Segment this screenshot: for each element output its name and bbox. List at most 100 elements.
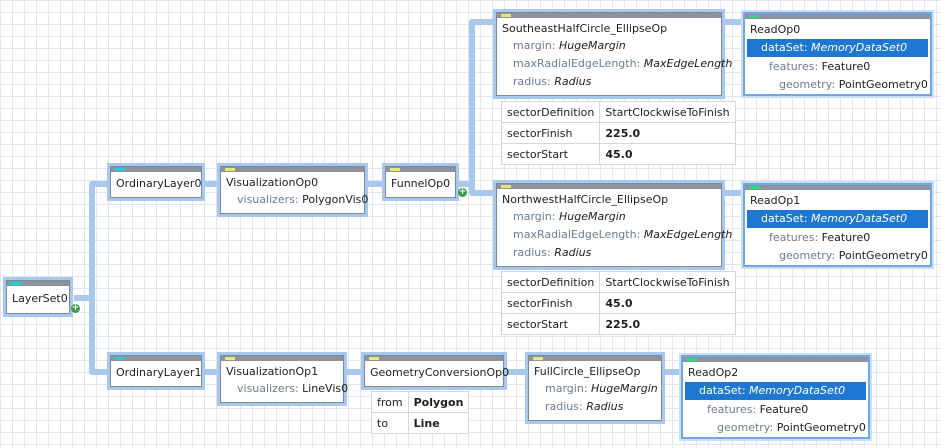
- table-key: sectorStart: [500, 313, 601, 335]
- prop-value: LineVis0: [302, 382, 349, 395]
- wire-layerset-to-layer0: [74, 181, 110, 301]
- southeast-prop-maxradial: maxRadialEdgeLength: MaxEdgeLength: [497, 55, 732, 73]
- southeast-prop-margin: margin: HugeMargin: [497, 37, 721, 55]
- wire-funnel-to-northwest: [457, 181, 496, 196]
- prop-key: maxRadialEdgeLength:: [513, 57, 641, 70]
- funnelop0-node[interactable]: FunnelOp0: [385, 166, 456, 198]
- southeast-title: SoutheastHalfCircle_EllipseOp: [502, 22, 668, 35]
- table-key: sectorDefinition: [500, 271, 601, 293]
- table-key: sectorStart: [500, 143, 601, 165]
- prop-key: margin:: [513, 210, 556, 223]
- ordinarylayer1-title: OrdinaryLayer1: [116, 366, 202, 379]
- northwest-prop-maxradial: maxRadialEdgeLength: MaxEdgeLength: [497, 226, 732, 244]
- readop2-title: ReadOp2: [688, 366, 739, 379]
- layerset0-expand-icon[interactable]: +: [71, 303, 80, 313]
- prop-key: dataSet:: [761, 41, 808, 54]
- readop2-prop-dataset[interactable]: dataSet: MemoryDataSet0: [685, 382, 866, 400]
- visualizationop0-title: VisualizationOp0: [226, 176, 319, 189]
- geometryconversion-node[interactable]: GeometryConversionOp0: [364, 355, 510, 387]
- table-key: sectorFinish: [500, 292, 601, 314]
- prop-value: PointGeometry0: [776, 421, 866, 434]
- ordinarylayer1-node[interactable]: OrdinaryLayer1: [110, 355, 202, 387]
- prop-value: MemoryDataSet0: [811, 212, 908, 225]
- prop-value: MaxEdgeLength: [643, 228, 733, 241]
- northwest-ellipseop-node[interactable]: NorthwestHalfCircle_EllipseOp margin: Hu…: [496, 183, 732, 267]
- readop2-prop-geometry: geometry: PointGeometry0: [683, 419, 868, 437]
- funnelop0-expand-icon[interactable]: +: [458, 187, 467, 197]
- table-key: from: [371, 391, 409, 413]
- fullcircle-ellipseop-node[interactable]: FullCircle_EllipseOp margin: HugeMargin …: [528, 355, 662, 421]
- prop-key: features:: [769, 231, 819, 244]
- northwest-prop-radius: radius: Radius: [497, 244, 721, 262]
- northwest-prop-margin: margin: HugeMargin: [497, 208, 721, 226]
- readop1-title: ReadOp1: [750, 194, 801, 207]
- northwest-title: NorthwestHalfCircle_EllipseOp: [502, 193, 669, 206]
- table-value: 225.0: [599, 313, 736, 335]
- prop-value: HugeMargin: [559, 210, 626, 223]
- wire-funnel-to-southeast: [457, 19, 496, 187]
- readop2-prop-features: features: Feature0: [683, 401, 868, 419]
- prop-value: PolygonVis0: [302, 193, 369, 206]
- southeast-ellipseop-node[interactable]: SoutheastHalfCircle_EllipseOp margin: Hu…: [496, 12, 732, 96]
- prop-key: geometry:: [779, 249, 836, 262]
- southeast-prop-radius: radius: Radius: [497, 73, 721, 91]
- table-value: StartClockwiseToFinish: [599, 271, 736, 293]
- layerset0-node[interactable]: LayerSet0: [6, 280, 70, 314]
- prop-value: Feature0: [821, 231, 871, 244]
- prop-key: geometry:: [717, 421, 774, 434]
- prop-value: HugeMargin: [591, 382, 658, 395]
- readop0-title: ReadOp0: [750, 23, 801, 36]
- visualizationop1-prop: visualizers: LineVis0: [221, 380, 348, 398]
- table-key: sectorDefinition: [500, 101, 601, 123]
- table-value: Line: [407, 412, 470, 434]
- table-value: 45.0: [599, 292, 736, 314]
- prop-value: Radius: [586, 400, 624, 413]
- visualizationop0-prop: visualizers: PolygonVis0: [221, 191, 368, 209]
- funnelop0-title: FunnelOp0: [391, 177, 451, 190]
- ordinarylayer0-node[interactable]: OrdinaryLayer0: [110, 166, 202, 198]
- ordinarylayer0-title: OrdinaryLayer0: [116, 177, 202, 190]
- prop-value: MaxEdgeLength: [643, 57, 733, 70]
- prop-key: radius:: [513, 246, 551, 259]
- table-value: 225.0: [599, 122, 736, 144]
- prop-value: MemoryDataSet0: [749, 384, 846, 397]
- readop0-prop-features: features: Feature0: [745, 58, 930, 76]
- prop-key: radius:: [513, 75, 551, 88]
- prop-value: PointGeometry0: [838, 249, 928, 262]
- readop0-node[interactable]: ReadOp0 dataSet: MemoryDataSet0 features…: [743, 12, 932, 96]
- prop-key: visualizers:: [237, 193, 299, 206]
- readop1-prop-features: features: Feature0: [745, 229, 930, 247]
- table-value: StartClockwiseToFinish: [599, 101, 736, 123]
- prop-key: margin:: [545, 382, 588, 395]
- wire-layerset-to-layer1: [74, 295, 110, 375]
- prop-key: margin:: [513, 39, 556, 52]
- prop-key: maxRadialEdgeLength:: [513, 228, 641, 241]
- prop-value: Feature0: [821, 60, 871, 73]
- visualizationop1-node[interactable]: VisualizationOp1 visualizers: LineVis0: [220, 355, 348, 403]
- prop-value: MemoryDataSet0: [811, 41, 908, 54]
- readop2-node[interactable]: ReadOp2 dataSet: MemoryDataSet0 features…: [681, 355, 870, 439]
- visualizationop0-node[interactable]: VisualizationOp0 visualizers: PolygonVis…: [220, 166, 368, 214]
- prop-key: features:: [769, 60, 819, 73]
- fullcircle-prop-margin: margin: HugeMargin: [529, 380, 661, 398]
- readop1-node[interactable]: ReadOp1 dataSet: MemoryDataSet0 features…: [743, 183, 932, 267]
- prop-key: features:: [707, 403, 757, 416]
- readop1-prop-geometry: geometry: PointGeometry0: [745, 247, 930, 265]
- fullcircle-title: FullCircle_EllipseOp: [534, 365, 641, 378]
- prop-key: radius:: [545, 400, 583, 413]
- prop-value: Feature0: [759, 403, 809, 416]
- geometryconversion-title: GeometryConversionOp0: [370, 366, 510, 379]
- prop-key: visualizers:: [237, 382, 299, 395]
- prop-key: dataSet:: [699, 384, 746, 397]
- readop0-prop-dataset[interactable]: dataSet: MemoryDataSet0: [747, 39, 928, 57]
- readop1-prop-dataset[interactable]: dataSet: MemoryDataSet0: [747, 210, 928, 228]
